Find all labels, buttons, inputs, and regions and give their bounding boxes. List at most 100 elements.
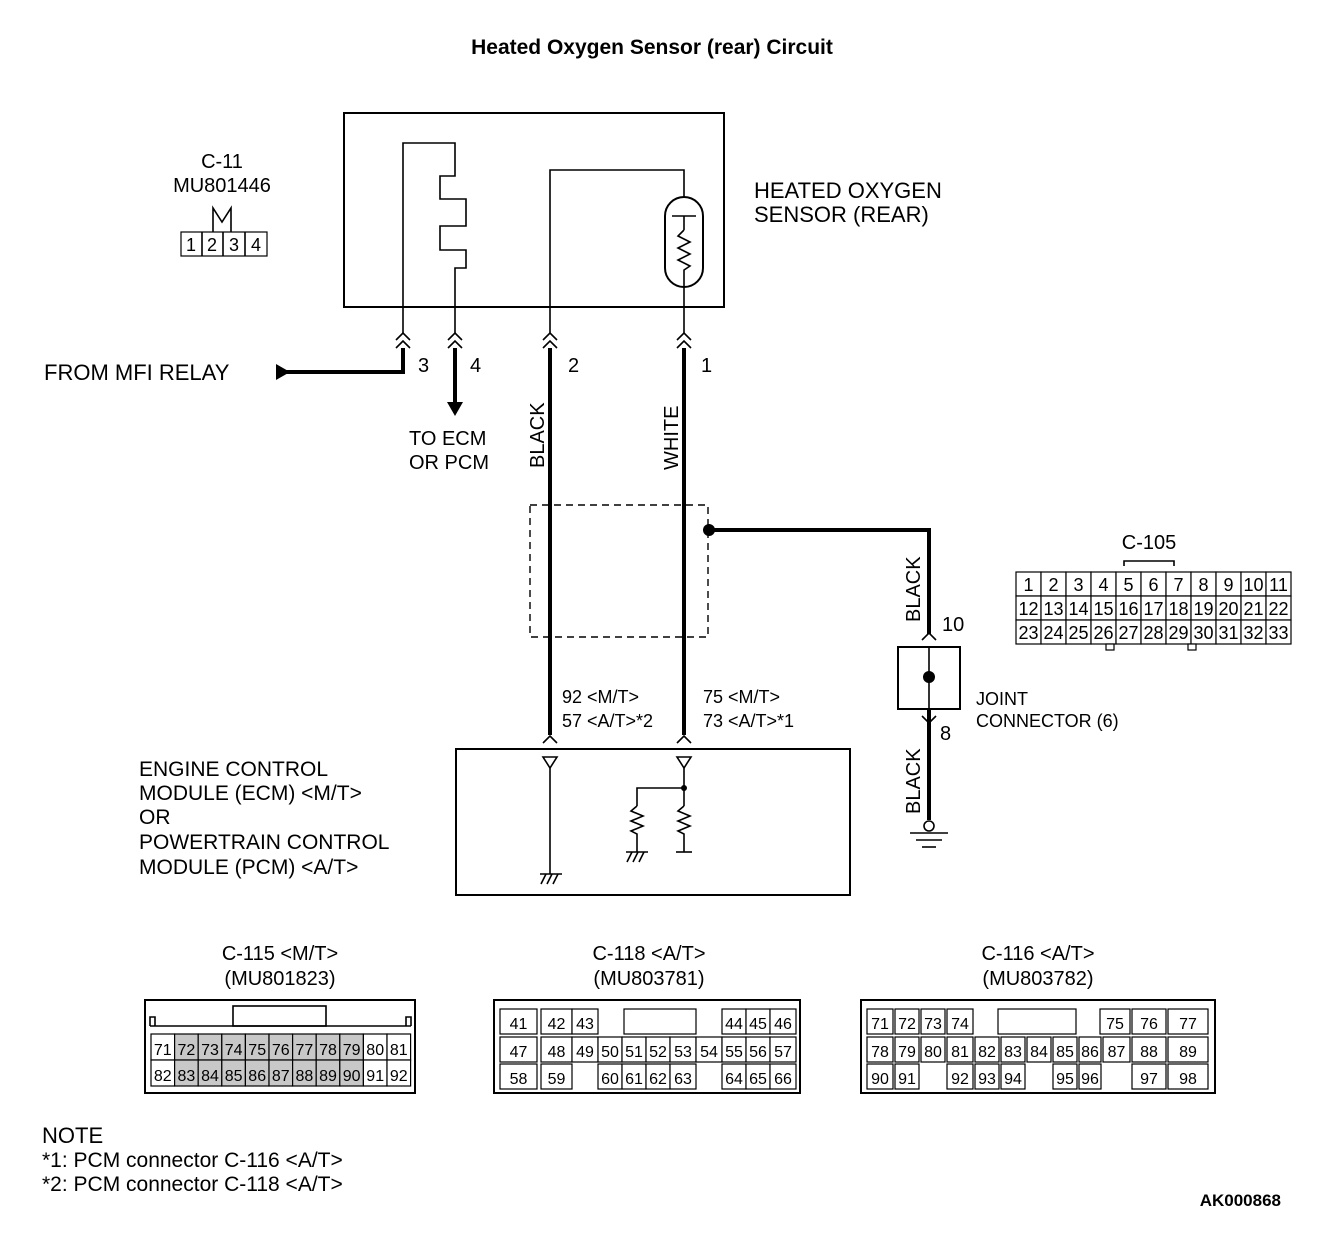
note-line: *1: PCM connector C-116 <A/T> xyxy=(42,1149,343,1172)
pin-label: 41 xyxy=(510,1016,528,1033)
sensor-connector-face xyxy=(180,205,268,257)
pin-cell xyxy=(769,1008,797,1035)
pin-label: 73 xyxy=(201,1042,219,1059)
pin-label: 72 xyxy=(898,1016,916,1033)
sensor-connector-id: C-11 xyxy=(201,151,243,173)
ecm-pin-label: 92 <M/T> xyxy=(562,687,639,707)
pin-cell xyxy=(745,1036,771,1063)
pin-label: 55 xyxy=(725,1044,743,1061)
pin-label: 83 xyxy=(178,1068,196,1085)
pin-cell xyxy=(1115,571,1142,597)
pin-cell xyxy=(621,1036,647,1063)
wire-color-label: BLACK xyxy=(903,556,925,622)
pin-cell xyxy=(1078,1063,1102,1090)
pin-label: 27 xyxy=(1118,623,1138,643)
pin-cell xyxy=(1167,1063,1209,1090)
ecm-label: POWERTRAIN CONTROL xyxy=(139,831,389,854)
pin-label: 45 xyxy=(749,1016,767,1033)
pin-label: 22 xyxy=(1268,599,1288,619)
c105-id: C-105 xyxy=(1122,532,1176,554)
pin-label: 3 xyxy=(418,355,429,377)
pin-label: 80 xyxy=(924,1044,942,1061)
down-arrow-icon xyxy=(447,402,463,416)
pin-cell xyxy=(745,1008,771,1035)
pin-cell xyxy=(721,1008,747,1035)
sensor-part-number: MU801446 xyxy=(173,175,271,197)
pin-cell xyxy=(1240,619,1267,645)
pin-label: 21 xyxy=(1243,599,1263,619)
pin-label: 92 xyxy=(390,1068,408,1085)
pin-cell xyxy=(866,1008,894,1035)
pin-cell xyxy=(386,1059,412,1087)
pin-label: 17 xyxy=(1143,599,1163,619)
pin-label: 83 xyxy=(1004,1044,1022,1061)
pin-label: 42 xyxy=(548,1016,566,1033)
pin-label: 82 xyxy=(154,1068,172,1085)
ecm-pin-label: 75 <M/T> xyxy=(703,687,780,707)
diagram-title: Heated Oxygen Sensor (rear) Circuit xyxy=(471,36,833,59)
wire-color-label: BLACK xyxy=(527,402,549,468)
pin-label: 96 xyxy=(1081,1071,1099,1088)
pin-label: 93 xyxy=(978,1071,996,1088)
pin-label: 95 xyxy=(1056,1071,1074,1088)
pin-label: 78 xyxy=(871,1044,889,1061)
pin-cell xyxy=(920,1036,946,1063)
pin-cell xyxy=(946,1063,974,1090)
pin-label: 92 xyxy=(951,1071,969,1088)
pin-label: 85 xyxy=(1056,1044,1074,1061)
pin-cell xyxy=(1165,571,1192,597)
pin-label: 71 xyxy=(154,1042,172,1059)
pin-label: 82 xyxy=(978,1044,996,1061)
pin-label: 75 xyxy=(248,1042,266,1059)
note-line: *2: PCM connector C-118 <A/T> xyxy=(42,1173,343,1196)
pin-label: 87 xyxy=(1108,1044,1126,1061)
pin-label: 4 xyxy=(1098,575,1108,595)
pin-label: 24 xyxy=(1043,623,1063,643)
c116-id: C-116 <A/T> xyxy=(981,943,1094,965)
pin-cell xyxy=(1131,1008,1167,1035)
pin-label: 79 xyxy=(898,1044,916,1061)
pin-label: 58 xyxy=(510,1071,528,1088)
sensor-pin-cell: 2 xyxy=(207,235,217,255)
ground-icon xyxy=(910,820,948,848)
pin-cell xyxy=(1265,571,1292,597)
pin-cell xyxy=(1065,595,1092,621)
pin-cell xyxy=(571,1008,599,1035)
pin-label: 32 xyxy=(1243,623,1263,643)
pin-cell xyxy=(920,1008,946,1035)
pin-label: 60 xyxy=(601,1071,619,1088)
pin-label: 97 xyxy=(1140,1071,1158,1088)
pin-label: 81 xyxy=(390,1042,408,1059)
pin-label: 16 xyxy=(1118,599,1138,619)
pin-label: 84 xyxy=(201,1068,219,1085)
pin-cell xyxy=(1140,619,1167,645)
note-heading: NOTE xyxy=(42,1123,103,1148)
pin-cell xyxy=(499,1063,538,1090)
pin-cell xyxy=(745,1063,771,1090)
figure-id: AK000868 xyxy=(1200,1191,1281,1210)
pin-cell xyxy=(1165,619,1192,645)
ecm-label: MODULE (ECM) <M/T> xyxy=(139,782,362,805)
pin-label: 20 xyxy=(1218,599,1238,619)
pin-cell xyxy=(1026,1036,1052,1063)
pin-label: 76 xyxy=(1140,1016,1158,1033)
pin-label: 11 xyxy=(1269,575,1288,595)
pin-cell xyxy=(1000,1036,1026,1063)
pin-label: 7 xyxy=(1173,575,1183,595)
wire-from-relay xyxy=(282,348,405,374)
to-ecm-label: OR PCM xyxy=(409,452,489,474)
pin-cell xyxy=(571,1036,599,1063)
c115-id: C-115 <M/T> xyxy=(222,943,338,965)
pin-label: 66 xyxy=(774,1071,792,1088)
pin-label: 91 xyxy=(898,1071,916,1088)
pin-label: 52 xyxy=(649,1044,667,1061)
ecm-label: ENGINE CONTROL xyxy=(139,758,328,781)
pin-label: 77 xyxy=(296,1042,314,1059)
pin-label: 77 xyxy=(1179,1016,1197,1033)
joint-label: CONNECTOR (6) xyxy=(976,711,1119,731)
pin-cell xyxy=(540,1063,573,1090)
